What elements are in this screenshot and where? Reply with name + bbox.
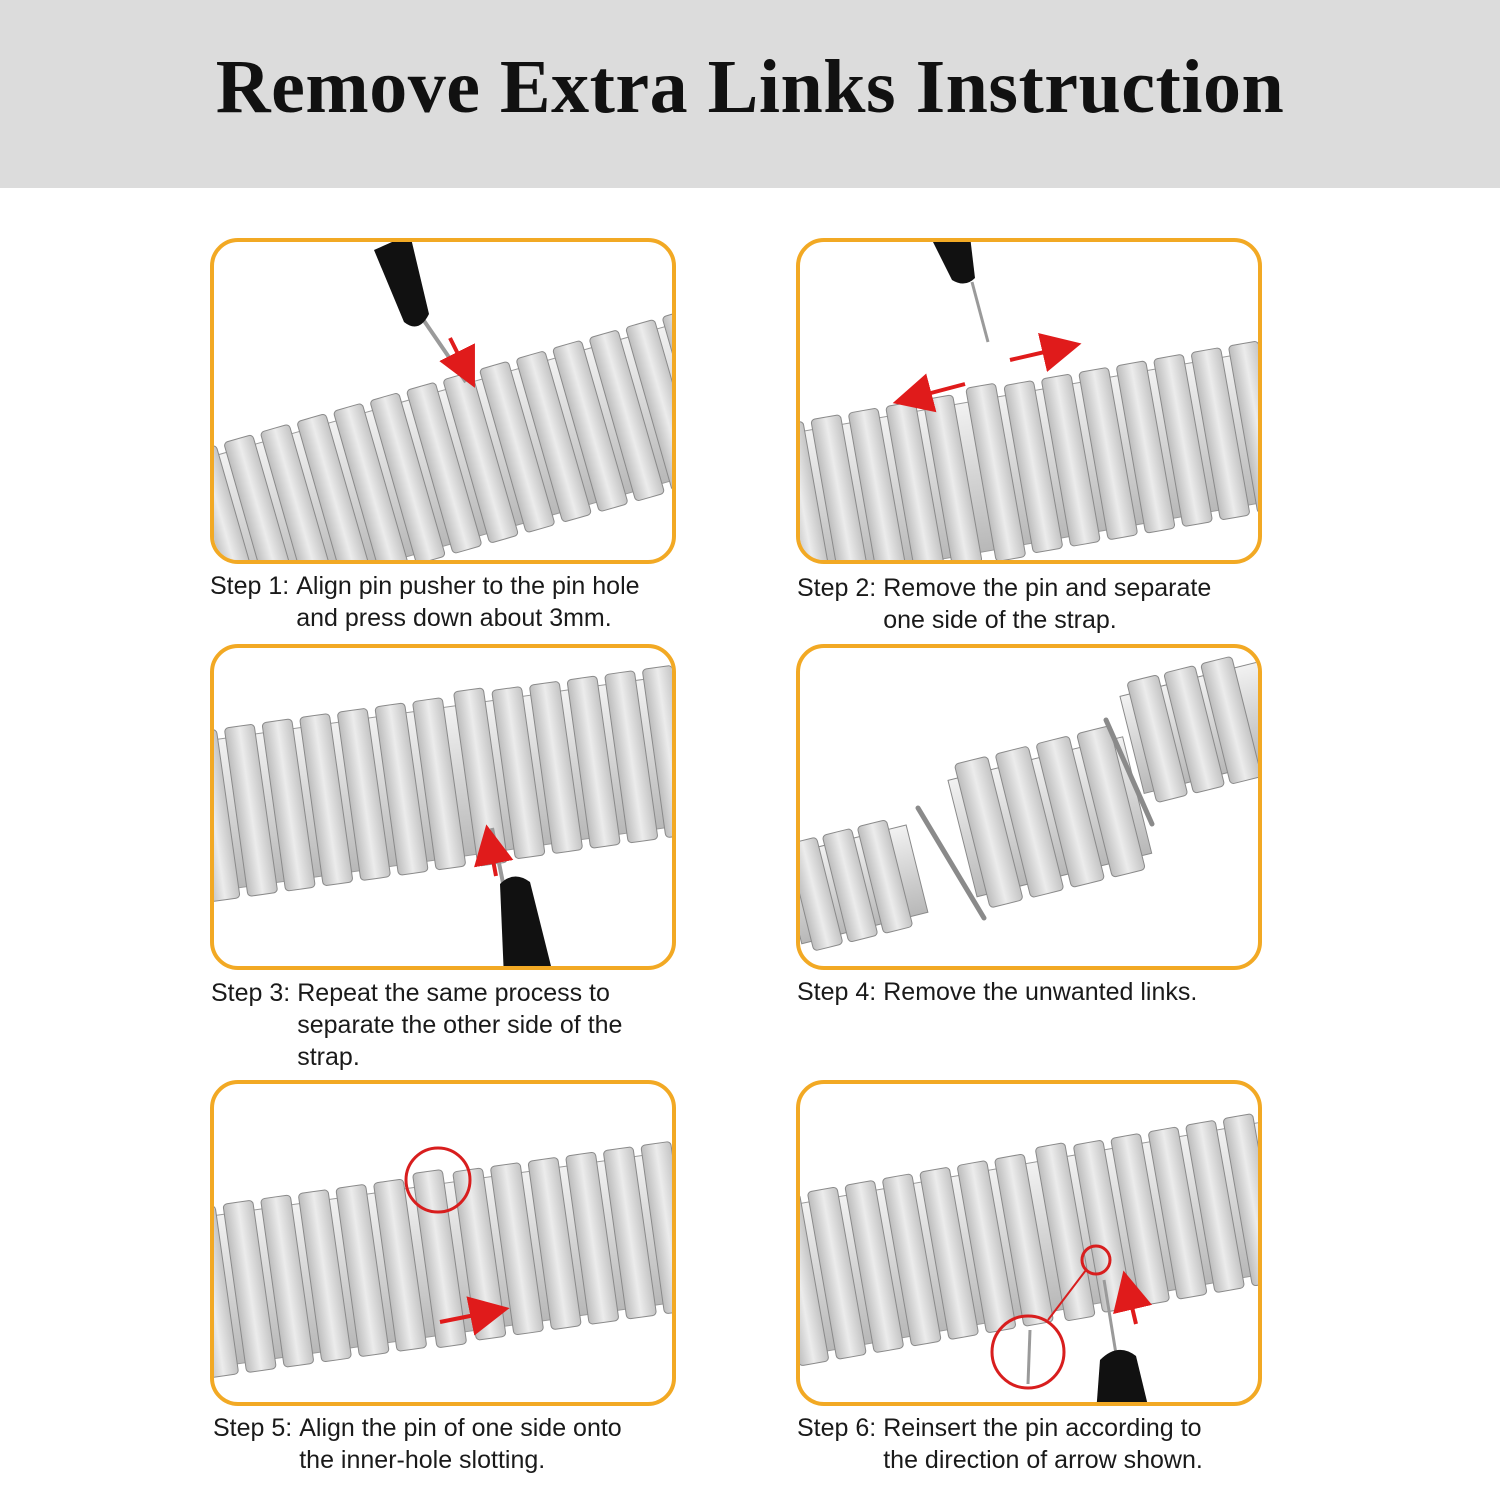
step-5-caption: Step 5:Align the pin of one side onto St… xyxy=(213,1412,733,1476)
step-3-image xyxy=(210,644,676,970)
step-text-cont: separate the other side of the xyxy=(297,1011,623,1039)
page-title: Remove Extra Links Instruction xyxy=(215,45,1285,129)
watch-band xyxy=(800,341,1258,560)
step-6-caption: Step 6:Reinsert the pin according to Ste… xyxy=(797,1412,1317,1476)
removed-links xyxy=(947,725,1153,908)
watch-band xyxy=(214,1141,672,1378)
step-2-caption: Step 2:Remove the pin and separate Step … xyxy=(797,572,1317,636)
watch-band xyxy=(800,1113,1258,1366)
title-banner: Remove Extra Links Instruction xyxy=(0,0,1500,188)
step-5-image xyxy=(210,1080,676,1406)
step-text: Align pin pusher to the pin hole xyxy=(296,572,640,600)
step-text-cont: and press down about 3mm. xyxy=(296,604,612,632)
step-text-cont: the direction of arrow shown. xyxy=(883,1446,1203,1474)
step-label: Step 1: xyxy=(210,572,290,600)
step-text: Reinsert the pin according to xyxy=(883,1414,1202,1442)
step-2-image xyxy=(796,238,1262,564)
pin-pusher-icon xyxy=(933,242,990,343)
step-label: Step 2: xyxy=(797,574,877,602)
band-segment-left xyxy=(800,819,929,951)
red-arrow-icon xyxy=(474,824,514,877)
step-1-caption: Step 1:Align pin pusher to the pin hole … xyxy=(210,570,730,634)
step-4-image xyxy=(796,644,1262,970)
step-text-cont: one side of the strap. xyxy=(883,606,1117,634)
connector-line xyxy=(1047,1269,1087,1321)
pin-pusher-icon xyxy=(374,242,468,384)
watch-band xyxy=(214,665,672,902)
step-label: Step 6: xyxy=(797,1414,877,1442)
step-text: Repeat the same process to xyxy=(297,979,610,1007)
step-3-caption: Step 3:Repeat the same process to Step 3… xyxy=(211,977,731,1073)
highlight-circle-icon xyxy=(990,1314,1066,1390)
step-label: Step 5: xyxy=(213,1414,293,1442)
step-text-cont: strap. xyxy=(297,1043,360,1071)
step-label: Step 4: xyxy=(797,978,877,1006)
step-text-cont: the inner-hole slotting. xyxy=(299,1446,546,1474)
step-text: Align the pin of one side onto xyxy=(299,1414,622,1442)
step-text: Remove the pin and separate xyxy=(883,574,1212,602)
step-text: Remove the unwanted links. xyxy=(883,978,1198,1006)
pin-pusher-icon xyxy=(1096,1279,1148,1402)
step-4-caption: Step 4:Remove the unwanted links. xyxy=(797,976,1317,1008)
red-arrow-icon xyxy=(892,373,966,413)
red-arrow-icon xyxy=(439,1296,510,1336)
band-segment-right xyxy=(1119,656,1258,803)
spring-pin-icon xyxy=(1026,1329,1032,1385)
step-label: Step 3: xyxy=(211,979,291,1007)
step-1-image xyxy=(210,238,676,564)
watch-band xyxy=(214,309,672,560)
highlight-circle-icon xyxy=(404,1146,472,1214)
spring-pin-icon xyxy=(915,805,987,921)
spring-pin-icon xyxy=(1103,717,1155,827)
red-arrow-icon xyxy=(1113,1270,1153,1325)
step-6-image xyxy=(796,1080,1262,1406)
highlight-circle-icon xyxy=(1080,1244,1112,1276)
red-arrow-icon xyxy=(1009,333,1082,372)
red-arrow-icon xyxy=(439,337,475,388)
